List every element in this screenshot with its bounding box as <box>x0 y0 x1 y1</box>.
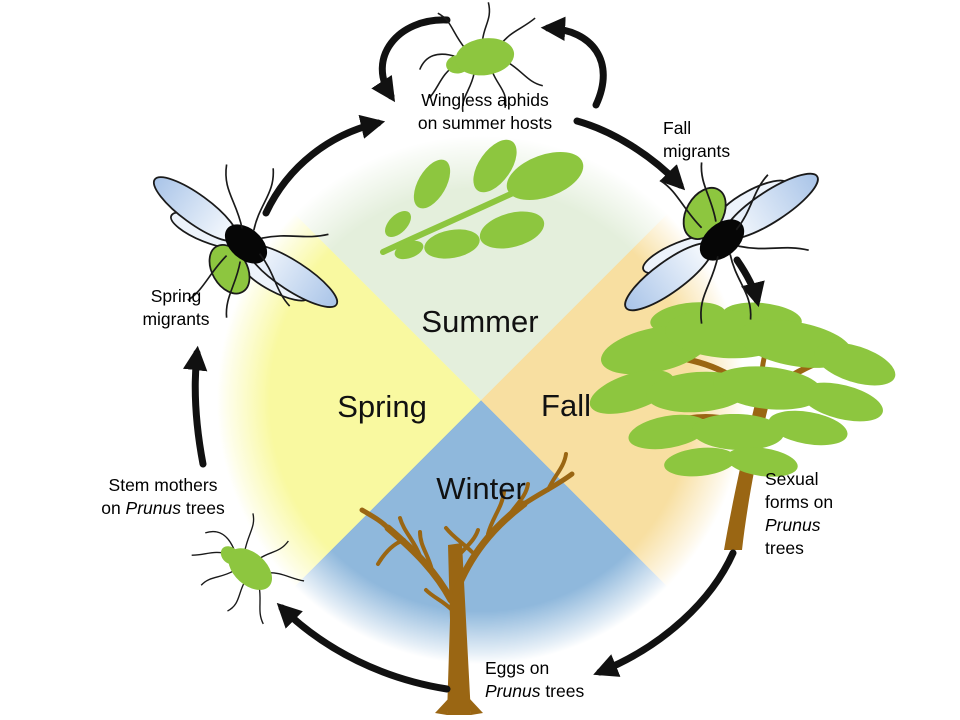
arrow-stem-mothers-to-spring <box>182 345 208 468</box>
label-species-italic: Prunus <box>125 498 181 519</box>
summer-host-leaf-icon <box>380 139 584 260</box>
label-line: Wingless aphids <box>421 90 549 110</box>
fall-migrant-aphid-icon <box>616 161 827 325</box>
label-line: migrants <box>142 309 210 330</box>
season-label-spring: Spring <box>337 389 427 424</box>
label-line: trees <box>540 681 585 702</box>
label-line: Stem mothers <box>108 475 218 495</box>
label-line: migrants <box>663 141 731 162</box>
prunus-tree-leafy-icon <box>589 302 896 550</box>
arrow-fall-to-winter <box>593 549 737 677</box>
label-spring-migrants: Spring migrants <box>142 285 209 331</box>
label-line: on summer hosts <box>417 113 553 134</box>
label-wingless-aphids: Wingless aphids on summer hosts <box>418 89 552 135</box>
arrow-winter-to-stem-mothers <box>276 602 451 693</box>
label-eggs: Eggs on Prunus trees <box>485 657 584 703</box>
season-label-winter: Winter <box>436 471 526 506</box>
label-line: trees <box>765 538 804 559</box>
arrow-loop-left <box>371 16 451 103</box>
label-fall-migrants: Fall migrants <box>663 117 730 163</box>
label-line: trees <box>181 498 225 519</box>
label-species-italic: Prunus <box>765 515 821 536</box>
label-line: Fall <box>663 118 692 138</box>
label-stem-mothers: Stem mothers on Prunus trees <box>101 474 225 520</box>
label-sexual-forms: Sexual forms on Prunus trees <box>765 468 833 560</box>
label-line: forms on <box>765 492 834 513</box>
label-line: Sexual <box>765 469 819 489</box>
season-label-fall: Fall <box>541 388 591 423</box>
season-label-summer: Summer <box>421 304 539 339</box>
label-species-italic: Prunus <box>485 681 541 702</box>
arrow-summer-to-fall <box>573 117 686 191</box>
label-line: Spring <box>150 286 202 306</box>
label-line: Eggs on <box>485 658 550 678</box>
arrow-loop-right <box>540 16 607 109</box>
arrow-spring-to-summer <box>262 114 386 217</box>
arrow-fall-migrant-to-tree <box>733 256 765 308</box>
label-line: on <box>101 498 126 519</box>
prunus-tree-bare-icon <box>359 452 575 715</box>
